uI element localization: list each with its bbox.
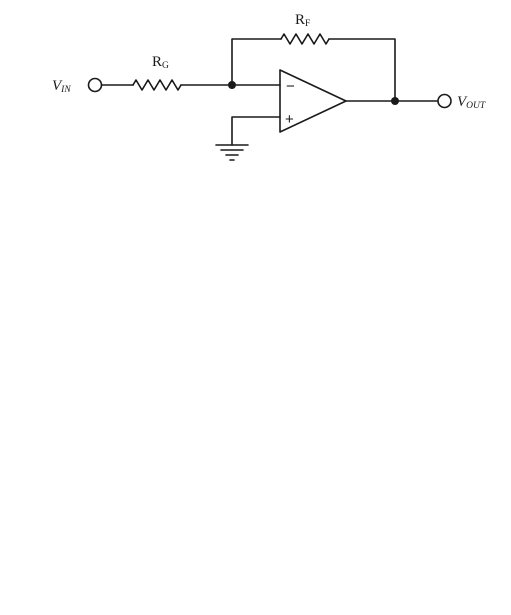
vout-label: VOUT	[457, 94, 486, 111]
vin-terminal	[87, 77, 103, 93]
feedback-wire-right	[328, 38, 396, 102]
rg-resistor	[132, 79, 182, 91]
ground-wire	[231, 116, 281, 146]
vout-terminal	[437, 93, 452, 109]
rf-label: RF	[295, 12, 310, 29]
vin-label: VIN	[52, 78, 71, 95]
output-junction-node	[391, 97, 399, 105]
feedback-wire-left	[231, 38, 282, 86]
rg-label: RG	[152, 54, 169, 71]
inverting-sign: −	[286, 78, 295, 95]
ground-icon	[215, 144, 249, 161]
noninverting-sign: +	[285, 111, 294, 128]
rf-resistor	[280, 33, 330, 45]
opamp-triangle	[279, 69, 347, 133]
